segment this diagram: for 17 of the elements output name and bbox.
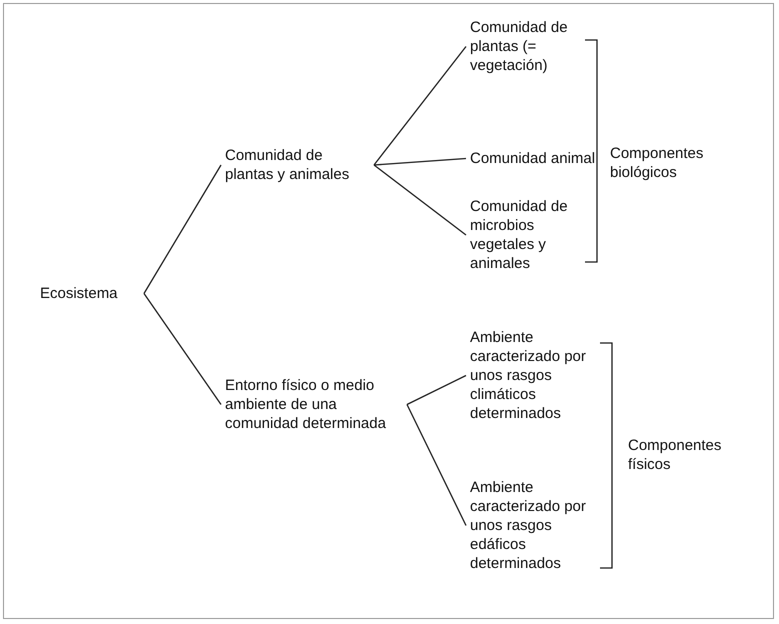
tree-label: Ambiente caracterizado por unos rasgos edáficos determinados <box>470 478 590 573</box>
connector-line <box>374 164 466 236</box>
connector-line <box>143 164 222 294</box>
tree-label: Comunidad de plantas (= vegetación) <box>470 18 595 75</box>
connector-line <box>374 158 466 166</box>
tree-label: Entorno físico o medio ambiente de una comunidad determinada <box>225 376 403 433</box>
tree-label: Ambiente caracterizado por unos rasgos climáticos determinados <box>470 328 590 423</box>
tree-label: Comunidad de plantas y animales <box>225 146 370 184</box>
connector-line <box>143 293 222 405</box>
tree-label: Ecosistema <box>40 284 140 303</box>
connector-line <box>373 46 467 166</box>
group-label: Componentes físicos <box>628 436 722 474</box>
connector-line <box>406 374 466 406</box>
connector-line <box>406 404 467 526</box>
group-label: Componentes biológicos <box>610 144 704 182</box>
tree-label: Comunidad de microbios vegetales y animales <box>470 197 595 273</box>
tree-label: Comunidad animal <box>470 149 605 168</box>
